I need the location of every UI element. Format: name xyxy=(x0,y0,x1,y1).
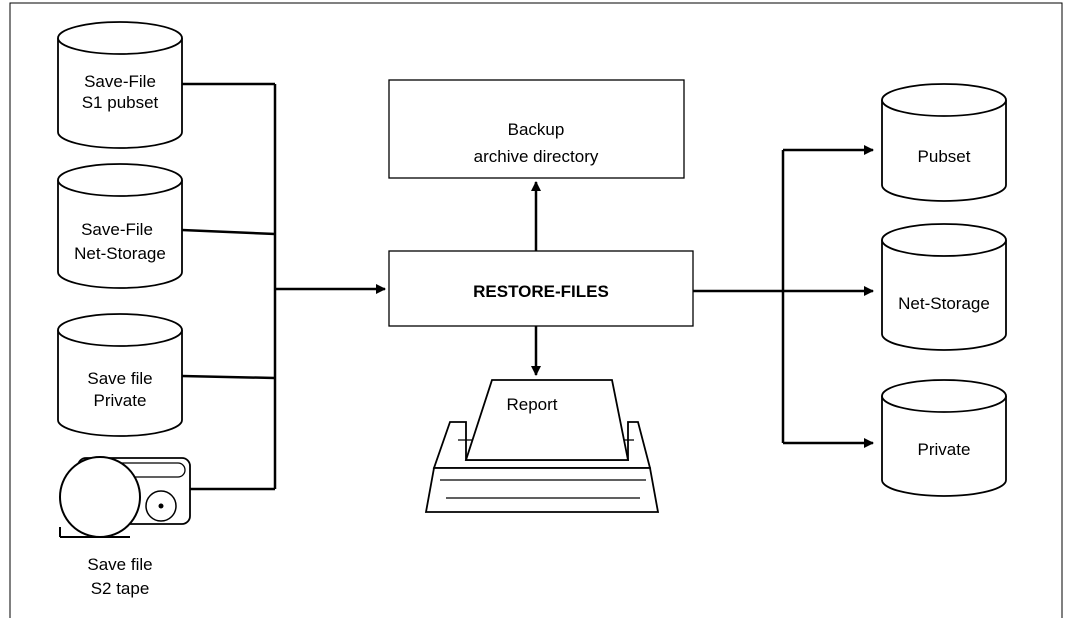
source-connectors xyxy=(181,82,277,491)
source-private-cylinder: Save file Private xyxy=(57,313,183,437)
source-s1-pubset-line1: Save-File xyxy=(84,72,156,91)
source-net-storage-cylinder: Save-File Net-Storage xyxy=(57,163,183,289)
directory-line2: archive directory xyxy=(474,147,599,166)
restore-files-label: RESTORE-FILES xyxy=(473,282,609,301)
directory-line1: Backup xyxy=(508,120,565,139)
source-private-line2: Private xyxy=(94,391,147,410)
frame-border xyxy=(9,2,1063,618)
target-private-label: Private xyxy=(918,440,971,459)
target-net-storage-cylinder: Net-Storage xyxy=(881,223,1007,351)
backup-archive-directory-box: Backup archive directory xyxy=(388,79,685,179)
printer-icon: Report xyxy=(424,379,660,513)
source-s1-pubset-line2: S1 pubset xyxy=(82,93,159,112)
target-connectors xyxy=(693,150,785,443)
target-pubset-label: Pubset xyxy=(918,147,971,166)
source-net-storage-line2: Net-Storage xyxy=(74,244,166,263)
target-net-storage-label: Net-Storage xyxy=(898,294,990,313)
target-pubset-cylinder: Pubset xyxy=(881,83,1007,202)
source-tape-line2: S2 tape xyxy=(91,579,150,598)
source-s1-pubset-cylinder: Save-File S1 pubset xyxy=(57,21,183,149)
source-tape-icon xyxy=(59,456,191,538)
source-tape-line1: Save file xyxy=(87,555,152,574)
target-private-cylinder: Private xyxy=(881,379,1007,497)
source-private-line1: Save file xyxy=(87,369,152,388)
source-net-storage-line1: Save-File xyxy=(81,220,153,239)
report-label: Report xyxy=(506,395,557,414)
restore-files-box: RESTORE-FILES xyxy=(388,250,694,327)
